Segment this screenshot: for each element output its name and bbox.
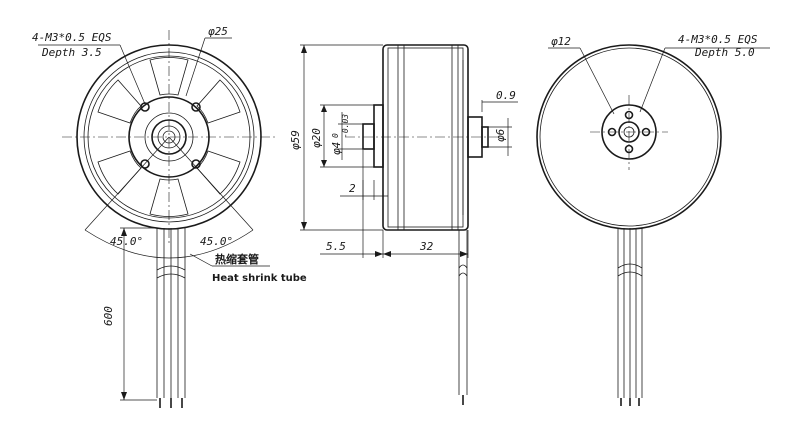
motor-body [382, 44, 469, 231]
right-view: φ12 4-M3*0.5 EQS Depth 5.0 [536, 33, 770, 406]
rotor-outer-inner [539, 47, 719, 227]
right-boss-diameter: φ12 [551, 35, 571, 48]
lead-length: 600 [102, 306, 115, 326]
right-lead-wires [617, 228, 643, 406]
step-dim: 2 [349, 182, 356, 195]
shaft-diameter: φ4 [330, 142, 343, 155]
left-thread-depth: Depth 3.5 [41, 46, 102, 59]
shaft-end-diameter: φ6 [494, 128, 507, 142]
heat-shrink-en: Heat shrink tube [212, 273, 307, 284]
lead-wires [156, 228, 186, 408]
angle-right: 45.0° [200, 235, 233, 248]
body-length: 32 [419, 240, 434, 253]
left-thread-spec: 4-M3*0.5 EQS [32, 31, 112, 44]
shaft-tol-upper: 0 [331, 133, 340, 138]
side-lead-wire [458, 230, 468, 405]
rotor-outer [536, 44, 722, 230]
shaft-length: 5.5 [326, 240, 346, 253]
angle-left: 45.0° [110, 235, 143, 248]
inner-diameter: φ20 [310, 128, 323, 148]
flange-offset: 0.9 [496, 89, 516, 102]
mounting-holes [140, 102, 201, 169]
side-view: φ59 φ20 φ4 0 -0.03 0.9 φ6 2 [289, 44, 518, 405]
left-bolt-circle: φ25 [208, 25, 228, 38]
shaft-end [362, 123, 375, 150]
left-view: 4-M3*0.5 EQS Depth 3.5 φ25 45.0° 45.0° 热 [32, 25, 307, 408]
right-thread-depth: Depth 5.0 [694, 46, 755, 59]
heat-shrink-cn: 热缩套管 [215, 252, 259, 266]
shaft-tol-lower: -0.03 [341, 114, 350, 138]
rear-flange [373, 104, 384, 168]
right-thread-spec: 4-M3*0.5 EQS [678, 33, 758, 46]
outer-diameter: φ59 [289, 130, 302, 150]
front-shaft [481, 126, 489, 148]
